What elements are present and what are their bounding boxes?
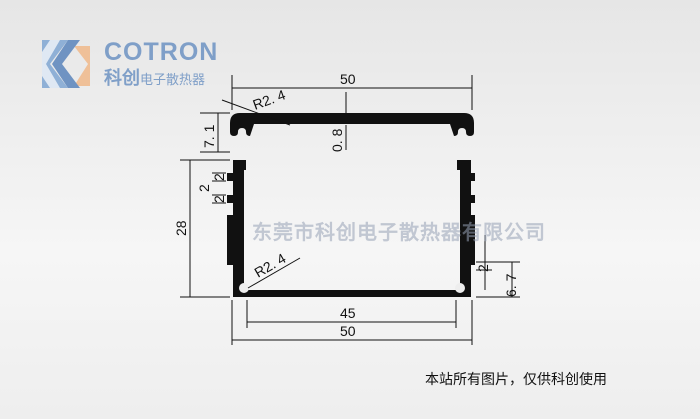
logo-cn: 科创电子散热器 (104, 64, 205, 90)
dim-top-width: 50 (340, 71, 356, 87)
dim-right-slot: 2 (475, 264, 491, 272)
cotron-logo-icon (42, 40, 90, 88)
dim-body-height: 28 (173, 220, 189, 236)
watermark: 东莞市科创电子散热器有限公司 (252, 222, 546, 244)
logo-cn-name: 科创 (104, 68, 140, 88)
top-cover-profile (230, 113, 474, 136)
bottom-channel-profile (227, 160, 475, 297)
caption: 本站所有图片，仅供科创使用 (425, 371, 607, 387)
dim-right-height: 6. 7 (503, 273, 519, 297)
dimension-lines (180, 75, 520, 345)
dim-slot-c: 2 (211, 195, 227, 203)
dim-top-height: 7. 1 (201, 124, 217, 148)
dim-outer-width: 50 (340, 323, 356, 339)
dim-top-radius: R2. 4 (251, 86, 288, 113)
logo-brand: COTRON (104, 38, 219, 66)
logo-cn-tagline: 电子散热器 (140, 72, 206, 87)
dim-slot-b: 2 (196, 184, 212, 192)
dim-slot-a: 2 (211, 173, 227, 181)
dim-inner-width: 45 (340, 305, 356, 321)
dim-bottom-radius: R2. 4 (252, 250, 289, 281)
dim-top-thickness: 0. 8 (329, 128, 345, 152)
